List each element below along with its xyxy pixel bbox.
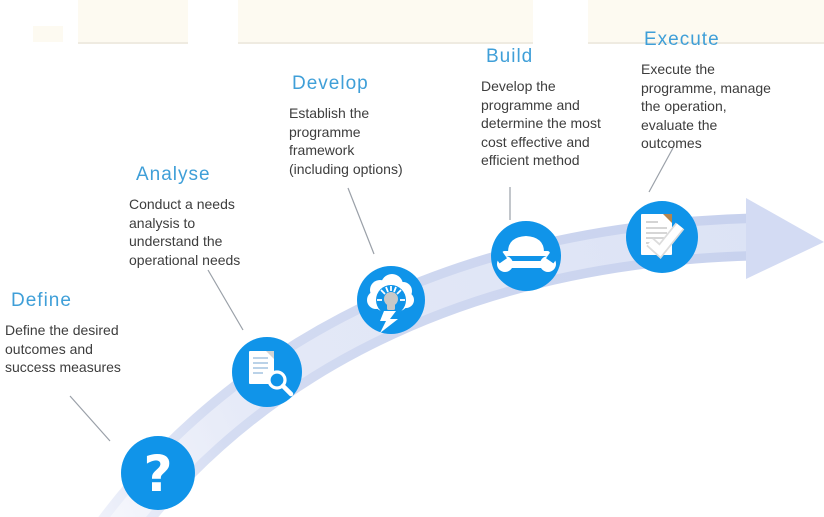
stage-circle-define xyxy=(121,436,195,510)
stage-develop: Develop Establish the programme framewor… xyxy=(289,73,417,178)
stage-build: Build Develop the programme and determin… xyxy=(481,46,607,170)
stage-analyse: Analyse Conduct a needs analysis to unde… xyxy=(129,164,247,269)
process-arrowhead xyxy=(746,198,824,279)
stage-description-execute: Execute the programme, manage the operat… xyxy=(641,61,771,151)
connector-analyse xyxy=(207,269,244,331)
background-artifact xyxy=(588,0,824,44)
stage-title-develop: Develop xyxy=(292,73,369,94)
stage-description-develop: Establish the programme framework (inclu… xyxy=(289,105,403,177)
connector-define xyxy=(69,395,111,442)
background-artifact xyxy=(238,0,533,44)
background-artifact xyxy=(33,26,63,42)
question-mark-icon: ? xyxy=(143,445,172,503)
stage-define: Define Define the desired outcomes and s… xyxy=(5,290,129,377)
document-checkmark-icon xyxy=(641,214,685,259)
stage-description-analyse: Conduct a needs analysis to understand t… xyxy=(129,196,241,268)
brainstorm-lightbulb-icon xyxy=(367,274,414,333)
stage-title-define: Define xyxy=(11,290,72,311)
connector-lines xyxy=(69,147,674,442)
stage-description-define: Define the desired outcomes and success … xyxy=(5,322,121,375)
stage-execute: Execute Execute the programme, manage th… xyxy=(641,29,777,153)
hardhat-wrench-icon xyxy=(494,236,559,272)
document-magnifier-icon xyxy=(249,351,294,397)
background-artifact xyxy=(78,0,188,44)
process-arrow-band xyxy=(98,213,753,517)
stage-title-execute: Execute xyxy=(644,29,720,50)
stage-title-analyse: Analyse xyxy=(136,164,211,185)
stage-title-build: Build xyxy=(486,46,534,67)
connector-execute xyxy=(648,147,674,193)
stage-description-build: Develop the programme and determine the … xyxy=(481,78,601,168)
connector-develop xyxy=(347,187,375,255)
